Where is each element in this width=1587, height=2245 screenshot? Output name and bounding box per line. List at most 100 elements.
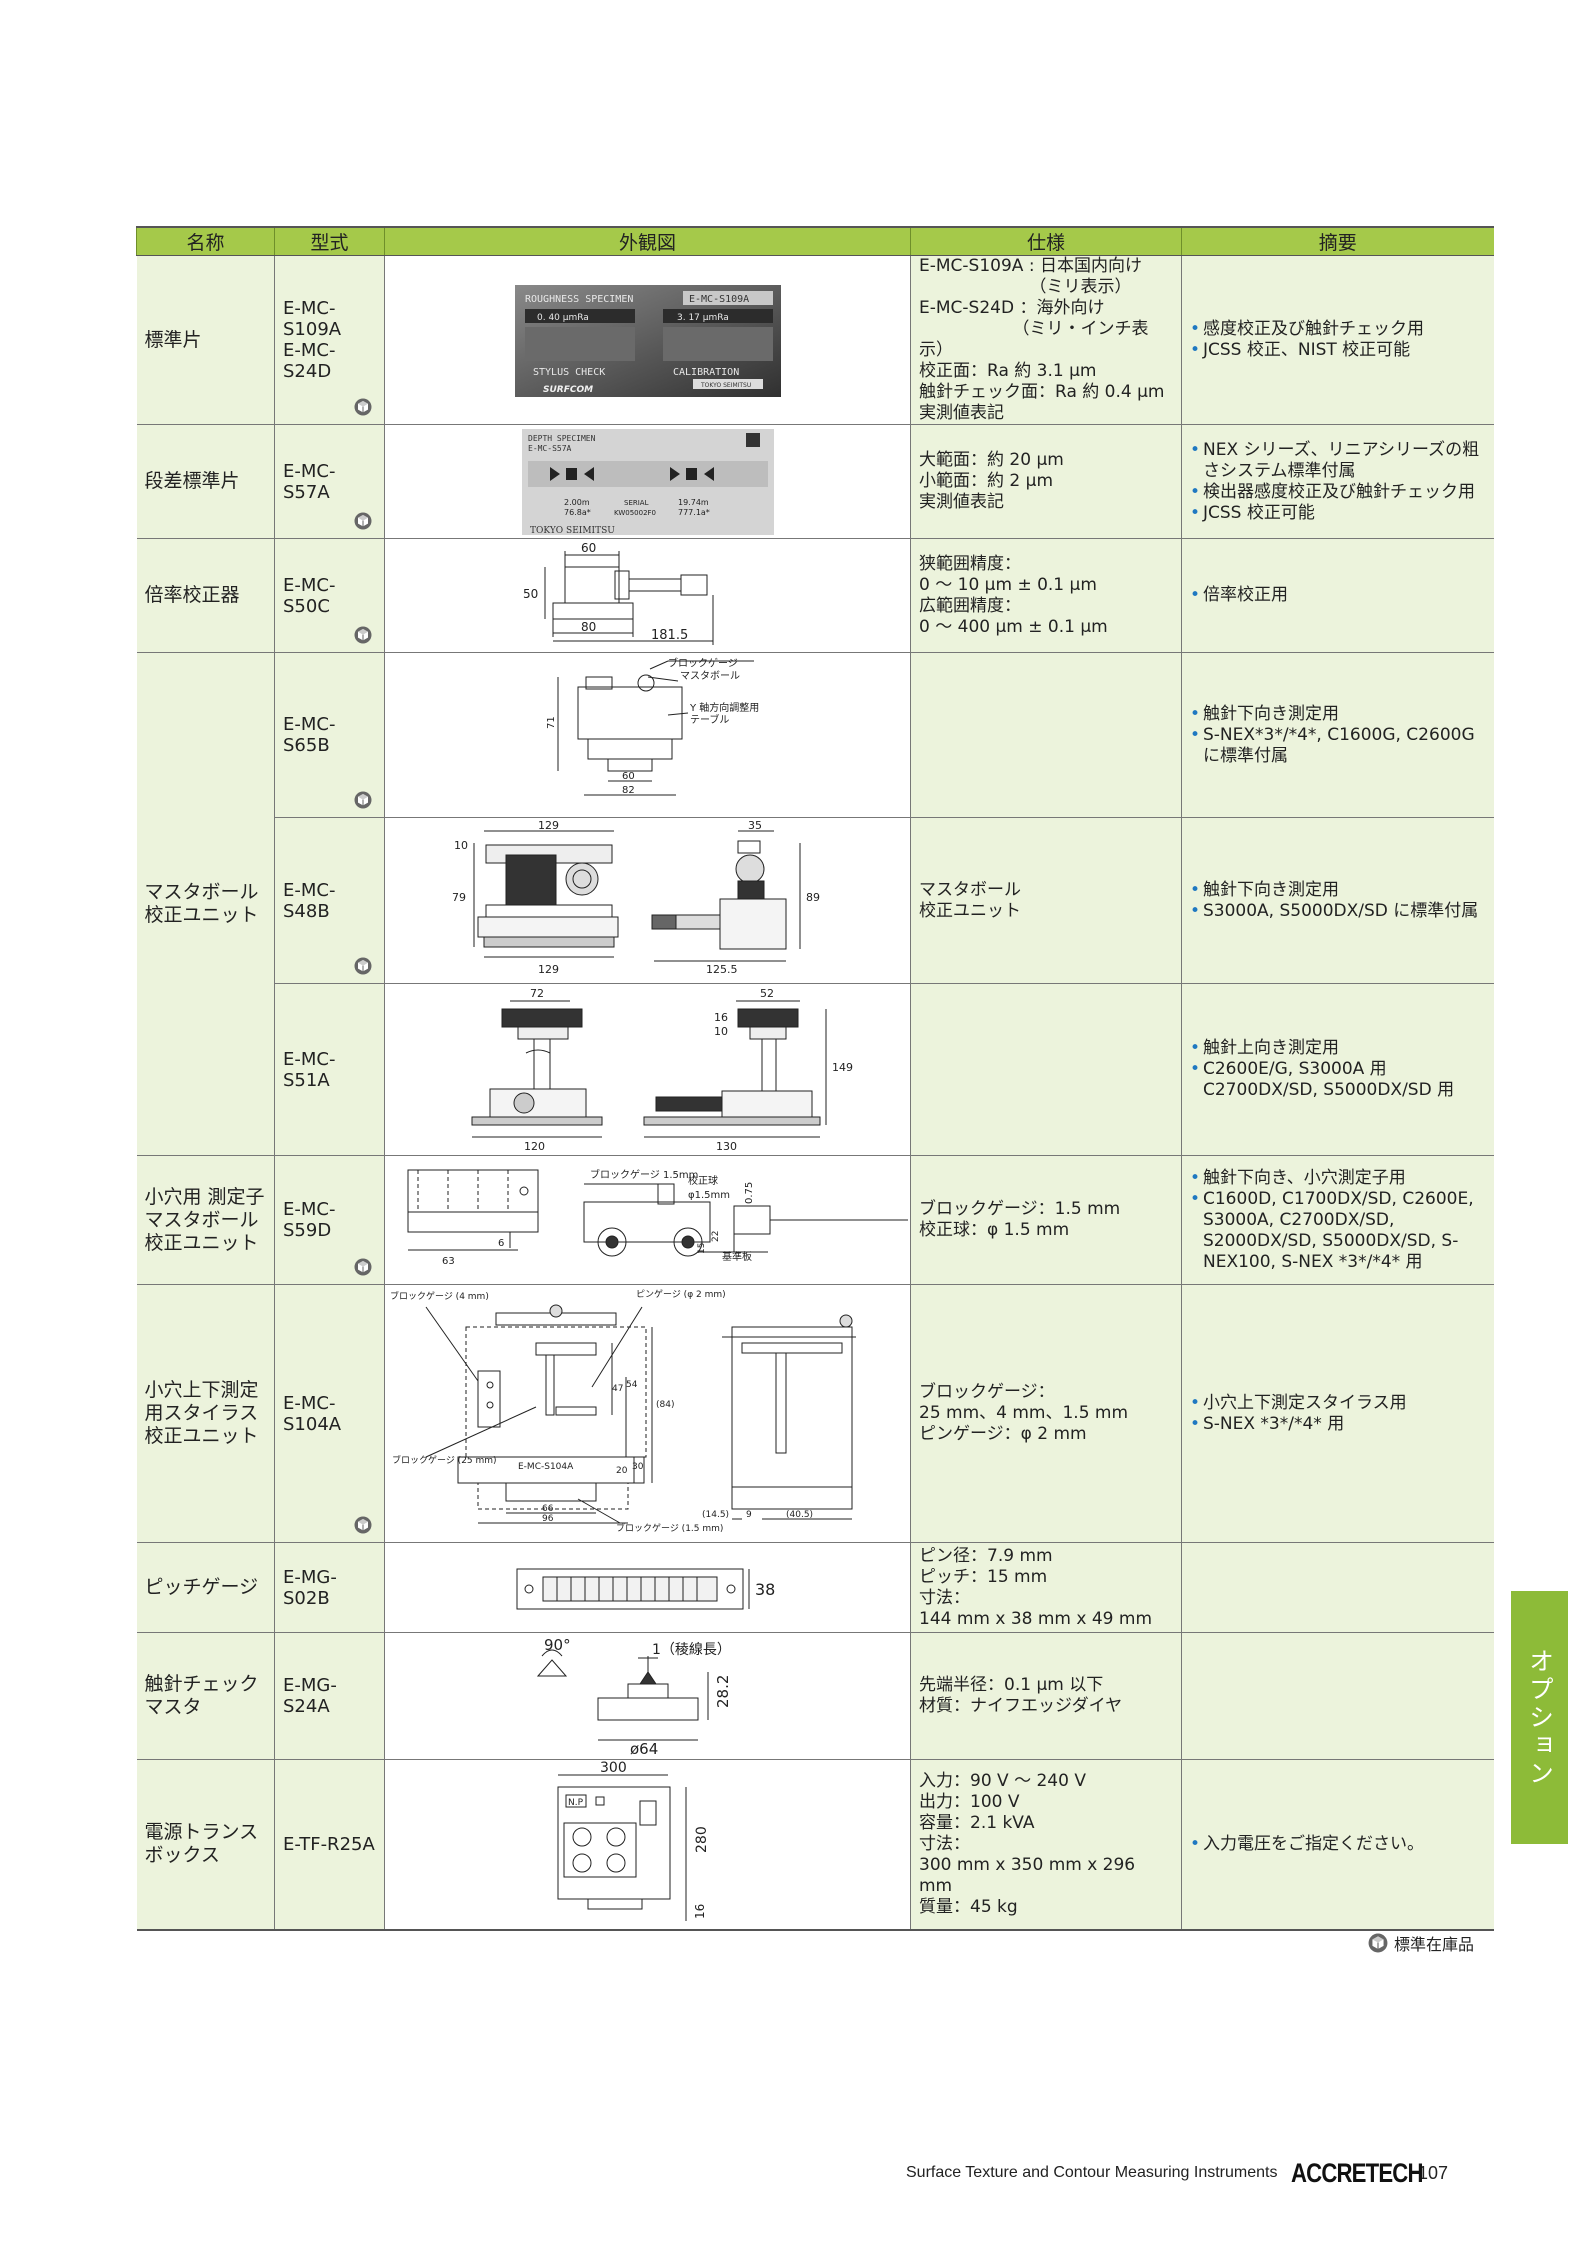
- dim-label: 60: [622, 771, 635, 782]
- product-image: 60 50 80 181.5: [384, 538, 911, 653]
- value-right: 19.74m: [678, 498, 709, 507]
- table-row: E-MC-S51A: [137, 983, 1494, 1156]
- dim-label: 125.5: [706, 963, 738, 976]
- summary-item: C1600D, C1700DX/SD, C2600E, S3000A, C270…: [1190, 1189, 1486, 1273]
- dim-label: (14.5): [702, 1510, 729, 1520]
- legend-label: 標準在庫品: [1394, 1935, 1475, 1954]
- stock-cube-icon: [354, 512, 372, 530]
- product-model: E-MC-S50C: [274, 538, 385, 653]
- product-image: 30 6 63 ブロックゲージ 1.5mm 校正球 φ1.5mm 基準板 0.7…: [384, 1155, 911, 1285]
- summary-item: JCSS 校正可能: [1190, 503, 1486, 524]
- dim-label: 89: [806, 891, 820, 904]
- stock-cube-icon: [354, 791, 372, 809]
- dim-label: 10: [714, 1025, 728, 1038]
- pitch-gauge-drawing: 38: [516, 1568, 775, 1609]
- product-image: 38: [384, 1542, 911, 1633]
- model-code: E-MG-S02B: [283, 1566, 337, 1609]
- product-image: 129 10 79 129 35 89 125.5: [384, 817, 911, 984]
- product-model: E-TF-R25A: [274, 1759, 385, 1931]
- annotation: ブロックゲージ (1.5 mm): [616, 1522, 723, 1534]
- product-model: E-MG-S02B: [274, 1542, 385, 1633]
- dim-label: 52: [760, 987, 774, 1000]
- dim-label: 16: [714, 1011, 728, 1024]
- product-model: E-MC-S48B: [274, 817, 385, 984]
- dim-label: 129: [538, 963, 559, 976]
- annotation: φ1.5mm: [688, 1190, 730, 1201]
- summary-item: S-NEX*3*/*4*, C1600G, C2600G に標準付属: [1190, 725, 1486, 767]
- plate-title: ROUGHNESS SPECIMEN: [525, 294, 633, 305]
- product-spec: 狭範囲精度： 0 ～ 10 μm ± 0.1 μm 広範囲精度： 0 ～ 400…: [910, 538, 1182, 653]
- roughness-specimen-photo: ROUGHNESS SPECIMEN E-MC-S109A 0. 40 μmRa…: [514, 285, 781, 397]
- table-row: 小穴上下測定 用スタイラス 校正ユニット E-MC-S104A: [136, 1284, 1494, 1543]
- product-summary: 触針下向き、小穴測定子用C1600D, C1700DX/SD, C2600E, …: [1181, 1155, 1494, 1285]
- annotation: テーブル: [690, 713, 729, 726]
- product-name: 小穴用 測定子 マスタボール 校正ユニット: [136, 1155, 275, 1285]
- page-number: 107: [1417, 2162, 1449, 2183]
- annotation: 校正球: [688, 1174, 718, 1187]
- stock-cube-icon: [354, 626, 372, 644]
- product-model: E-MG-S24A: [274, 1632, 385, 1760]
- brand-logo: ACCRETECH: [1291, 2157, 1424, 2188]
- product-spec: 大範面：約 20 μm 小範面：約 2 μm 実測値表記: [910, 424, 1182, 539]
- summary-item: S3000A, S5000DX/SD に標準付属: [1190, 901, 1486, 922]
- dim-label: 10: [454, 839, 468, 852]
- product-model: E-MC-S57A: [274, 424, 385, 539]
- dim-label: 149: [832, 1061, 853, 1074]
- plate-tag: E-MC-S109A: [689, 294, 749, 305]
- dim-label: 6: [498, 1238, 504, 1249]
- product-model: E-MC-S51A: [274, 983, 385, 1156]
- master-ball-unit-s51a-drawing: 72 120 52 16 10 149 130: [471, 987, 853, 1153]
- product-spec: E-MC-S109A : 日本国内向け （ミリ表示） E-MC-S24D ：海外…: [910, 255, 1182, 425]
- model-code: E-MC-S65B: [283, 714, 336, 756]
- dim-label: 20: [616, 1466, 628, 1476]
- product-name: 倍率校正器: [136, 538, 275, 653]
- value-left: 2.00m: [564, 498, 590, 507]
- summary-item: 触針下向き測定用: [1190, 880, 1486, 901]
- dim-label: (40.5): [786, 1510, 813, 1520]
- annotation: Y 軸方向調整用: [689, 701, 759, 714]
- master-ball-unit-s48b-drawing: 129 10 79 129 35 89 125.5: [452, 821, 820, 976]
- footer-text: Surface Texture and Contour Measuring In…: [906, 2164, 1278, 2181]
- product-image: 300 N.P 280 16: [384, 1759, 911, 1931]
- annotation: N.P: [568, 1798, 584, 1808]
- summary-item: S-NEX *3*/*4* 用: [1190, 1414, 1486, 1435]
- product-summary: 触針上向き測定用C2600E/G, S3000A 用 C2700DX/SD, S…: [1181, 983, 1494, 1156]
- product-image: 72 120 52 16 10 149 130: [384, 983, 911, 1156]
- dim-label: 280: [694, 1827, 710, 1854]
- dim-label: (84): [656, 1400, 674, 1410]
- model-code: E-MC-S48B: [283, 879, 336, 922]
- product-summary: [1181, 1632, 1494, 1760]
- dim-label: 1（稜線長）: [652, 1642, 731, 1658]
- summary-item: 検出器感度校正及び触針チェック用: [1190, 482, 1486, 503]
- plate-model: E-MC-S57A: [528, 444, 572, 453]
- dim-label: 90°: [544, 1636, 571, 1654]
- product-name: 電源トランス ボックス: [136, 1759, 275, 1931]
- product-name: 標準片: [136, 255, 275, 425]
- dim-label: 28.2: [714, 1675, 732, 1708]
- model-code: E-MG-S24A: [283, 1675, 337, 1717]
- product-name: 触針チェック マスタ: [136, 1632, 275, 1760]
- table-row: 倍率校正器 E-MC-S50C: [136, 538, 1494, 653]
- value-right-2: 777.1a*: [678, 508, 710, 517]
- product-image: 90° 1（稜線長） 28.2 ø64: [384, 1632, 911, 1760]
- brand-label: SURFCOM: [543, 385, 593, 395]
- table-row: 電源トランス ボックス E-TF-R25A: [136, 1759, 1494, 1931]
- annotation: ブロックゲージ: [668, 656, 738, 669]
- dim-label: 80: [581, 620, 596, 634]
- table-row: マスタボール 校正ユニット E-MC-S65B: [136, 652, 1494, 1156]
- product-name: ピッチゲージ: [136, 1542, 275, 1633]
- summary-item: 倍率校正用: [1190, 585, 1486, 606]
- product-summary: 触針下向き測定用S-NEX*3*/*4*, C1600G, C2600G に標準…: [1181, 652, 1494, 818]
- product-summary: 入力電圧をご指定ください。: [1181, 1759, 1494, 1931]
- dim-label: 54: [626, 1380, 638, 1390]
- product-model: E-MC-S65B: [274, 652, 385, 818]
- dim-label: 66: [542, 1504, 554, 1514]
- header-name: 名称: [136, 226, 275, 256]
- table-row: 小穴用 測定子 マスタボール 校正ユニット E-MC-S59D: [136, 1155, 1494, 1285]
- stock-cube-icon: [1368, 1933, 1388, 1953]
- serial-number: KW05002F0: [614, 509, 656, 517]
- dim-label: 38: [755, 1580, 775, 1599]
- magnification-calibrator-drawing: 60 50 80 181.5: [523, 541, 713, 645]
- page-footer: Surface Texture and Contour Measuring In…: [906, 2158, 1506, 2188]
- product-summary: 小穴上下測定スタイラス用S-NEX *3*/*4* 用: [1181, 1284, 1494, 1543]
